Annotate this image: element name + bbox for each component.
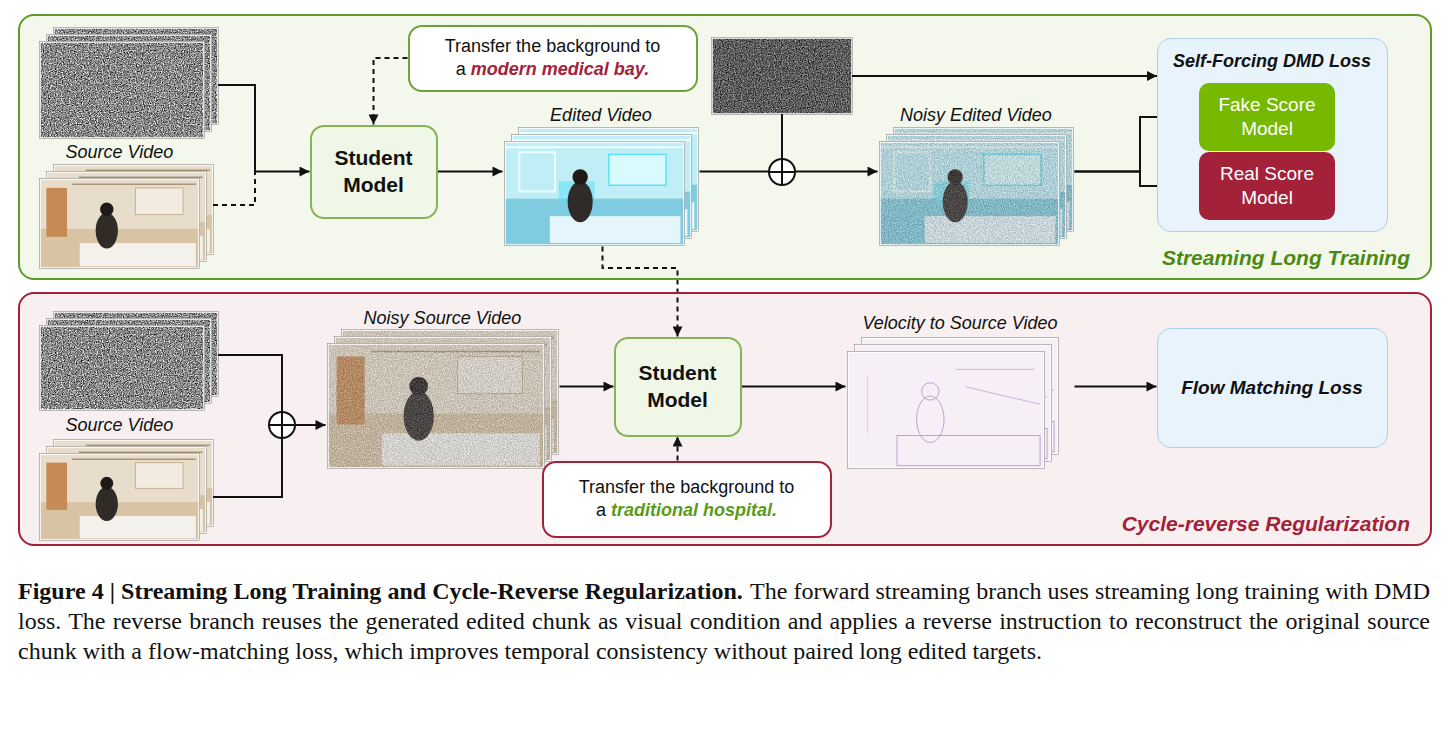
box-label: Flow Matching Loss bbox=[1168, 376, 1377, 400]
band-title: Streaming Long Training bbox=[1162, 246, 1410, 270]
video-frame bbox=[505, 142, 685, 246]
training-band: Streaming Long Training Source Video Stude… bbox=[18, 14, 1432, 280]
wire bbox=[218, 355, 282, 412]
student-model-box: Student Model bbox=[310, 125, 438, 219]
frame-stack bbox=[40, 28, 219, 139]
video-caption: Velocity to Source Video bbox=[846, 313, 1075, 334]
arrow-connector bbox=[677, 437, 679, 461]
instruction-target: modern medical bay. bbox=[471, 59, 649, 79]
video-frame bbox=[712, 38, 853, 115]
arrow-connector bbox=[742, 386, 846, 388]
box-label: Real Score Model bbox=[1211, 162, 1323, 210]
video-group: Source Video bbox=[38, 26, 255, 272]
video-group: Noisy Source Video bbox=[326, 306, 560, 470]
arrow-connector bbox=[374, 58, 408, 125]
video-frame bbox=[880, 142, 1060, 246]
loss-title: Self-Forcing DMD Loss bbox=[1158, 39, 1387, 72]
video-frame bbox=[40, 179, 200, 269]
video-frame bbox=[40, 326, 205, 411]
video-caption: Source Video bbox=[66, 142, 174, 163]
instruction-box: Transfer the background to atraditional … bbox=[542, 461, 832, 538]
band-title: Cycle-reverse Regularization bbox=[1122, 512, 1410, 536]
score-model-box: Fake Score Model bbox=[1199, 83, 1335, 151]
figure-caption-block: Figure 4 | Streaming Long Training and C… bbox=[18, 576, 1430, 666]
video-frame bbox=[40, 42, 205, 139]
arrow-connector bbox=[255, 171, 310, 173]
frame-stack bbox=[505, 128, 699, 246]
band-fill bbox=[19, 15, 1431, 279]
video-group: Source Video bbox=[38, 310, 296, 544]
frame-stack bbox=[40, 440, 214, 541]
student-model-box: Student Model bbox=[614, 337, 742, 437]
band-fill bbox=[19, 293, 1431, 545]
instruction-box: Transfer the background to amodern medic… bbox=[408, 25, 698, 92]
frame-stack bbox=[880, 128, 1074, 246]
figure-title: Figure 4 | Streaming Long Training and C… bbox=[18, 578, 743, 604]
box-label: Fake Score Model bbox=[1211, 93, 1323, 141]
video-caption: Source Video bbox=[66, 415, 174, 436]
arrow-connector bbox=[438, 171, 503, 173]
video-frame bbox=[40, 454, 200, 541]
loss-box: Self-Forcing DMD LossFake Score ModelRea… bbox=[1157, 38, 1388, 232]
arrow-connector bbox=[296, 424, 326, 426]
wire bbox=[213, 172, 255, 205]
score-model-box: Real Score Model bbox=[1199, 152, 1335, 220]
frame-stack bbox=[40, 165, 214, 269]
noise-sample bbox=[712, 38, 853, 115]
arrow-connector bbox=[1075, 386, 1157, 388]
instruction-target: traditional hospital. bbox=[611, 500, 777, 520]
video-frame bbox=[848, 352, 1045, 469]
loss-box: Flow Matching Loss bbox=[1157, 328, 1388, 448]
video-caption: Edited Video bbox=[503, 105, 700, 126]
regularization-band: Cycle-reverse Regularization Source Video… bbox=[18, 292, 1432, 546]
add-operator bbox=[269, 412, 295, 438]
video-caption: Noisy Source Video bbox=[326, 308, 560, 329]
frame-stack bbox=[40, 312, 219, 411]
wire bbox=[213, 438, 282, 497]
video-frame bbox=[328, 344, 545, 469]
video-group: Edited Video bbox=[503, 104, 700, 247]
wire bbox=[781, 114, 783, 159]
wire bbox=[218, 85, 255, 172]
video-group: Velocity to Source Video bbox=[846, 310, 1075, 470]
box-label: Student Model bbox=[322, 145, 426, 198]
frame-stack bbox=[328, 330, 559, 469]
frame-stack bbox=[848, 338, 1059, 469]
video-group: Noisy Edited Video bbox=[878, 104, 1075, 247]
box-label: Student Model bbox=[626, 360, 730, 413]
arrow-connector bbox=[560, 386, 614, 388]
add-operator bbox=[769, 159, 795, 185]
wire bbox=[852, 75, 1157, 77]
video-caption: Noisy Edited Video bbox=[878, 105, 1075, 126]
